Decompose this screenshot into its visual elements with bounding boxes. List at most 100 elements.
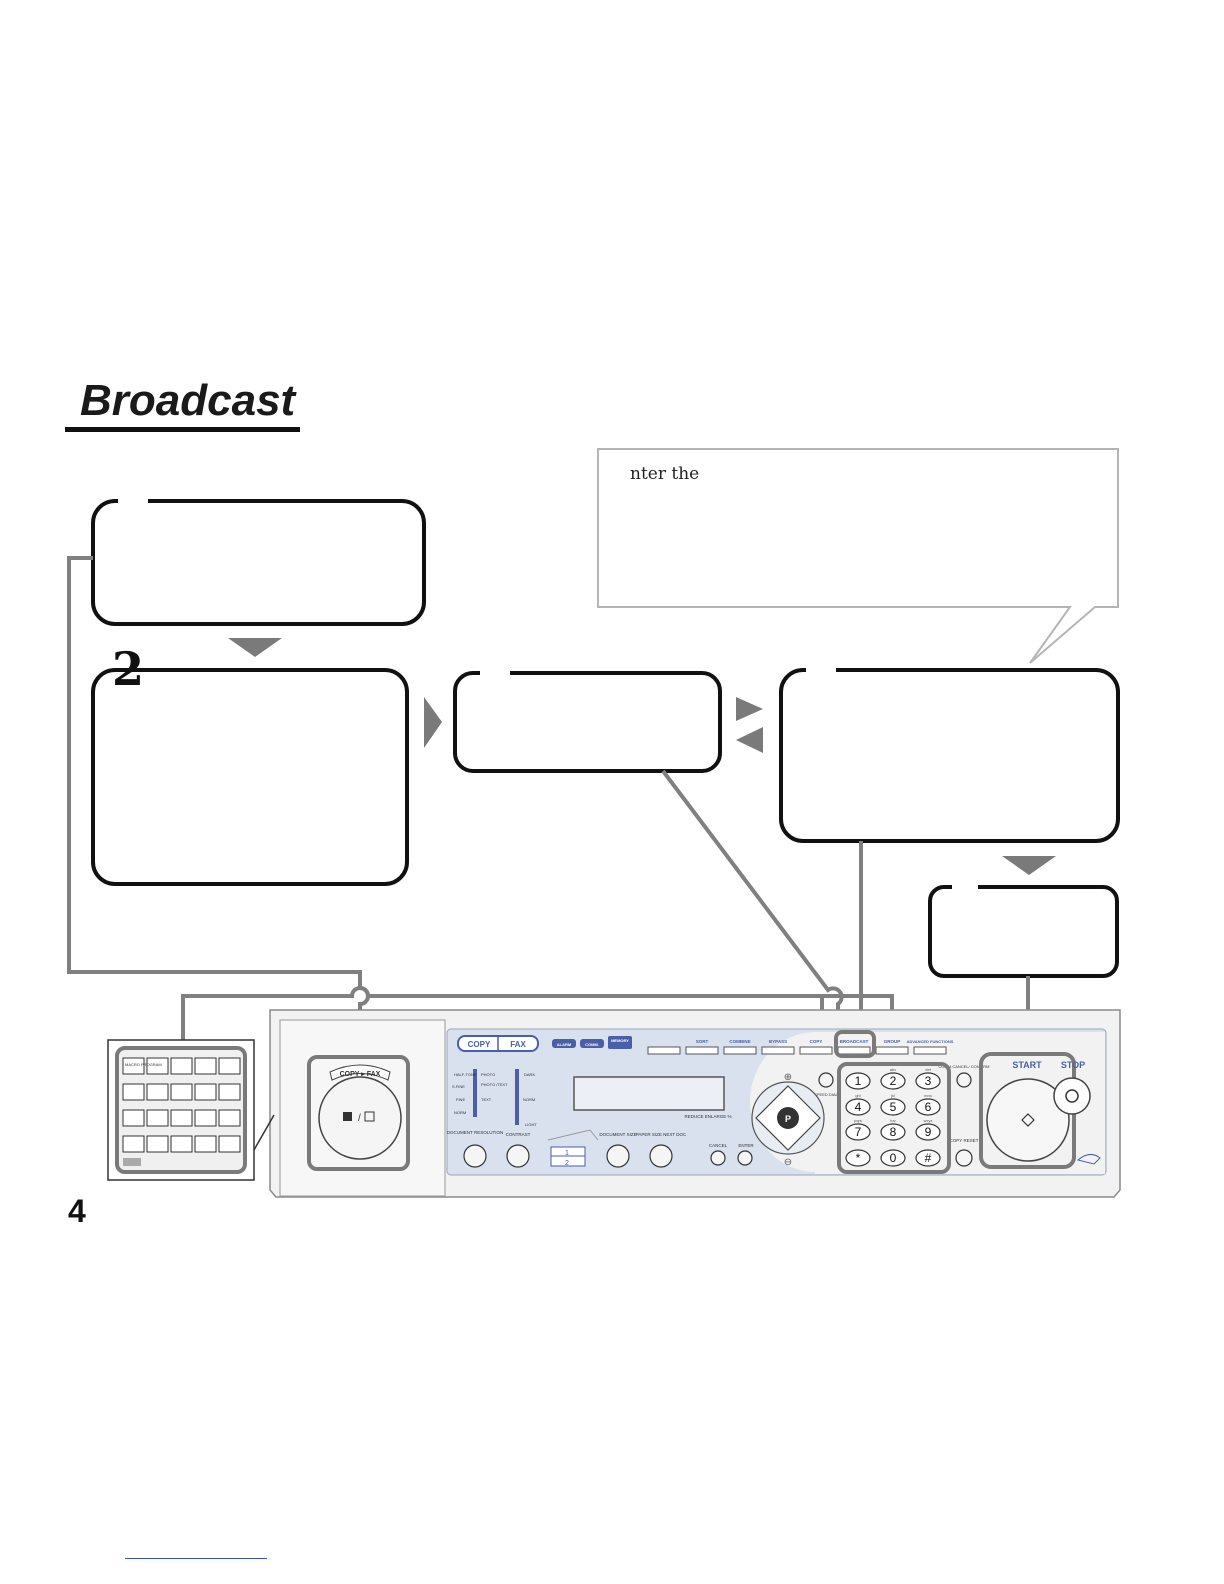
key-letters-ghi: ghi <box>855 1093 860 1098</box>
fine-label: FINE <box>456 1097 465 1102</box>
phototext-label: PHOTO /TEXT <box>481 1082 508 1087</box>
step-box-3 <box>453 671 722 773</box>
callout-text: nter the <box>630 464 700 484</box>
step-box-5 <box>928 885 1119 978</box>
one-touch-panel: MACRO PROGRAM <box>107 1039 275 1181</box>
arrow-down-1 <box>228 638 282 657</box>
dial-label: COPY ▸ FAX <box>340 1071 381 1078</box>
key-5: 5 <box>890 1100 897 1114</box>
up-arrow-icon: ⊕ <box>784 1072 792 1083</box>
key-0: 0 <box>890 1151 897 1165</box>
doc-size-label: DOCUMENT SIZE <box>599 1132 636 1137</box>
tray-2: 2 <box>565 1160 569 1167</box>
light-label: LIGHT <box>525 1122 537 1127</box>
stop-icon <box>1065 1089 1079 1103</box>
onetouch-title: MACRO PROGRAM <box>125 1062 162 1067</box>
bottom-buttons[interactable] <box>463 1072 973 1168</box>
key-hash: # <box>925 1151 932 1165</box>
start-button[interactable] <box>986 1078 1070 1162</box>
bypass-label: BYPASS <box>769 1039 787 1044</box>
tray-indicator: 1 2 <box>547 1129 599 1167</box>
logo-icon <box>1076 1154 1101 1165</box>
arrow-left-1 <box>736 727 763 753</box>
broadcast-label: BROADCAST <box>840 1039 869 1044</box>
key-letters-pqrs: pqrs <box>854 1118 862 1123</box>
start-label: START <box>1012 1060 1042 1070</box>
stop-label: STOP <box>1061 1060 1085 1070</box>
key-4: 4 <box>855 1100 862 1114</box>
halftone-label: HALF-TONE <box>454 1072 477 1077</box>
key-letters-def: def <box>925 1067 931 1072</box>
dark-label: DARK <box>524 1072 535 1077</box>
broadcast-highlight <box>834 1030 876 1058</box>
arrow-right-2 <box>736 697 763 721</box>
resolution-indicators: HALF-TONE S.FINE FINE NORM PHOTO PHOTO /… <box>452 1069 537 1127</box>
page-number: 4 <box>68 1193 86 1229</box>
navigation-pad[interactable]: P ⊕ ⊖ <box>751 1072 825 1168</box>
fax-icon <box>364 1111 375 1122</box>
copy-fax-dial[interactable]: COPY ▸ FAX / <box>307 1055 410 1171</box>
lcd-display <box>573 1076 725 1111</box>
mode-buttons[interactable]: COPY FAX <box>457 1035 539 1052</box>
status-buttons: ALARM COMM. MEMORY <box>552 1036 632 1049</box>
reduce-label: REDUCE ENLARGE % <box>684 1114 731 1119</box>
copy-mode-label: COPY <box>468 1040 491 1049</box>
key-letters-wxyz: wxyz <box>924 1118 933 1123</box>
paper-size-label: PAPER SIZE NEXT DOC <box>636 1132 687 1137</box>
comm-cancel-label: COMM.CANCEL/ CONFIRM <box>939 1064 990 1069</box>
tray-1: 1 <box>565 1150 569 1157</box>
sfine-label: S.FINE <box>452 1084 465 1089</box>
key-1: 1 <box>855 1074 862 1088</box>
resolution-label: DOCUMENT RESOLUTION <box>447 1130 503 1135</box>
step-box-2 <box>91 668 409 886</box>
box-tab-1 <box>118 496 148 506</box>
key-letters-mno: mno <box>924 1093 933 1098</box>
advanced-label: ADVANCED FUNCTIONS <box>907 1039 954 1044</box>
nav-center-icon: P <box>785 1114 791 1124</box>
enter-label: ENTER <box>738 1143 754 1148</box>
box-tab-4 <box>806 665 836 675</box>
text-label: TEXT <box>481 1097 492 1102</box>
memory-label: MEMORY <box>611 1038 629 1043</box>
alarm-label: ALARM <box>557 1042 572 1047</box>
arrow-right-1 <box>424 697 442 748</box>
sort-label: SORT <box>696 1039 709 1044</box>
down-arrow-icon: ⊖ <box>784 1157 792 1168</box>
norm-contrast-label: NORM <box>523 1097 535 1102</box>
copy-reset-label: COPY RESET <box>950 1138 979 1143</box>
comm-label: COMM. <box>585 1042 599 1047</box>
key-letters-tuv: tuv <box>890 1118 895 1123</box>
key-9: 9 <box>925 1125 932 1139</box>
step-number-2: 2 <box>112 642 145 696</box>
key-2: 2 <box>890 1074 897 1088</box>
svg-text:/: / <box>358 1113 361 1124</box>
step-box-1 <box>91 499 426 626</box>
cancel-label: CANCEL <box>709 1143 728 1148</box>
norm-label: NORM <box>454 1110 466 1115</box>
key-3: 3 <box>925 1074 932 1088</box>
group-label: GROUP <box>884 1039 901 1044</box>
key-6: 6 <box>925 1100 932 1114</box>
footer-link-rule[interactable] <box>125 1558 267 1559</box>
start-stop-area[interactable]: START STOP <box>979 1052 1101 1169</box>
step-box-4 <box>779 668 1120 843</box>
speed-dial-label: SPEED DIAL <box>814 1092 838 1097</box>
key-7: 7 <box>855 1125 862 1139</box>
key-letters-jkl: jkl <box>890 1093 895 1098</box>
box-tab-3 <box>480 668 510 678</box>
arrow-down-2 <box>1002 856 1056 875</box>
start-icon <box>1021 1113 1035 1127</box>
key-star: * <box>856 1151 861 1165</box>
copy-label: COPY <box>810 1039 823 1044</box>
function-keys[interactable]: SORT COMBINE BYPASS COPY BROADCAST GROUP… <box>647 1039 954 1055</box>
callout-bubble <box>597 448 1119 664</box>
key-8: 8 <box>890 1125 897 1139</box>
key-letters-abc: abc <box>890 1067 896 1072</box>
numeric-keypad[interactable]: 1 2 3 4 5 6 7 8 9 * 0 # abc def ghi jkl … <box>837 1062 951 1174</box>
bottom-labels: DOCUMENT RESOLUTION CONTRAST DOCUMENT SI… <box>447 1064 990 1148</box>
stop-button[interactable] <box>1053 1077 1091 1115</box>
copy-icon <box>343 1112 352 1121</box>
title-underline <box>65 427 300 432</box>
contrast-label: CONTRAST <box>506 1132 531 1137</box>
